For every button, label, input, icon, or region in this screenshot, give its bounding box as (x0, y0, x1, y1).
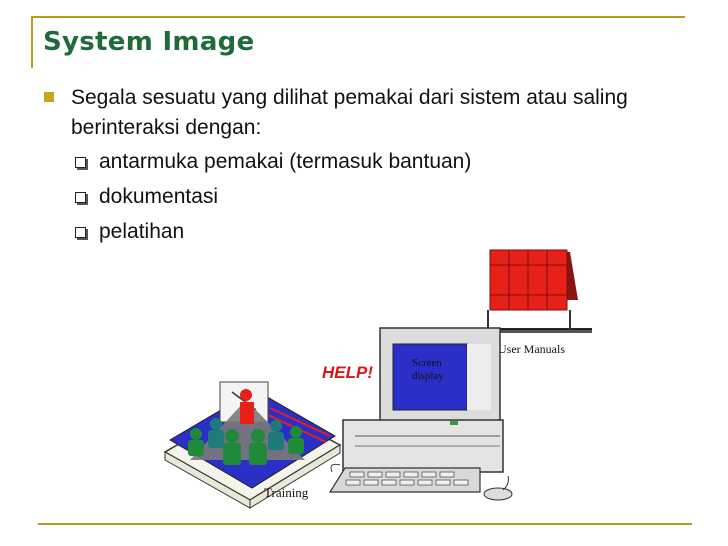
sub-bullet-icon (75, 226, 86, 238)
screen-label-line2: display (412, 370, 444, 382)
sub-item: antarmuka pemakai (termasuk bantuan) (75, 150, 471, 174)
left-rule (31, 16, 33, 68)
system-image-illustration: User Manuals HELP! Screen display (163, 249, 592, 509)
sub-item: pelatihan (75, 220, 184, 244)
screen-label-line1: Screen (412, 357, 442, 369)
top-rule (31, 16, 685, 18)
sub-item-text: dokumentasi (99, 185, 219, 208)
sub-bullet-icon (75, 191, 86, 203)
sub-item: dokumentasi (75, 185, 218, 209)
slide-title: System Image (43, 27, 255, 57)
bottom-rule (38, 523, 692, 525)
bullet-square-icon (44, 92, 54, 102)
sub-item-text: pelatihan (99, 220, 185, 243)
user-manuals-books-icon (460, 249, 592, 333)
help-label: HELP! (322, 363, 373, 382)
sub-bullet-icon (75, 156, 86, 168)
user-manuals-label: User Manuals (498, 342, 565, 356)
main-bullet-text: Segala sesuatu yang dilihat pemakai dari… (71, 86, 628, 139)
training-label: Training (264, 485, 309, 500)
computer-icon (328, 327, 513, 501)
training-book-icon (163, 381, 342, 509)
sub-item-text: antarmuka pemakai (termasuk bantuan) (99, 150, 472, 173)
